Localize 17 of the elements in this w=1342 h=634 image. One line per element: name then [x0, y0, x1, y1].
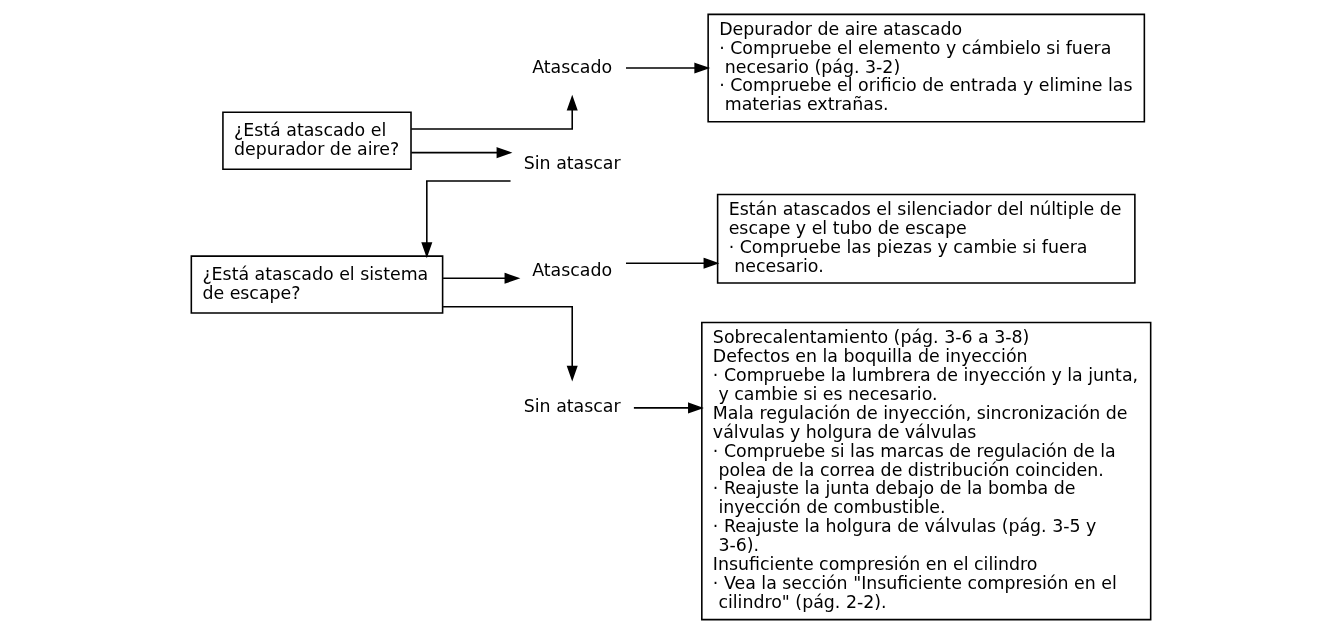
- node-box: ¿Está atascado el depurador de aire?: [222, 111, 412, 170]
- arrow: [625, 62, 711, 74]
- arrow: [410, 94, 578, 130]
- node-box: Sobrecalentamiento (pág. 3-6 a 3-8) Defectos en la boquilla de inyección · Compruebe la lumbrera de inyección y la junta, y cambie si es necesario. Mala regulación de inyección, sincronización de válvulas y holgura de válvulas · Compruebe si las marcas de regulación de la polea de la correa de distribución coinciden. · Reajuste la junta debajo de la bomba de inyección de combustible. · Reajuste la holgura de válvulas (pág. 3-5 y 3-6). Insuficiente compresión en el cilindro · Vea la sección "Insuficiente compresión en el cilindro" (pág. 2-2).: [701, 321, 1152, 621]
- arrow: [442, 305, 578, 382]
- node-box: Están atascados el silenciador del núltiple de escape y el tubo de escape · Compruebe las piezas y cambie si fuera necesario.: [716, 193, 1136, 284]
- arrow: [625, 257, 720, 269]
- arrow: [421, 180, 512, 259]
- node-text: Sin atascar: [523, 152, 621, 173]
- arrow: [633, 402, 704, 414]
- arrow: [410, 147, 513, 159]
- node-box: ¿Está atascado el sistema de escape?: [190, 255, 444, 314]
- node-text: Sin atascar: [523, 396, 621, 417]
- node-text: Atascado: [532, 56, 613, 77]
- node-text: Atascado: [532, 260, 613, 281]
- arrow: [442, 272, 521, 284]
- node-box: Depurador de aire atascado · Compruebe el elemento y cámbielo si fuera necesario (pág. 3-2) · Compruebe el orificio de entrada y elimine las materias extrañas.: [707, 13, 1146, 123]
